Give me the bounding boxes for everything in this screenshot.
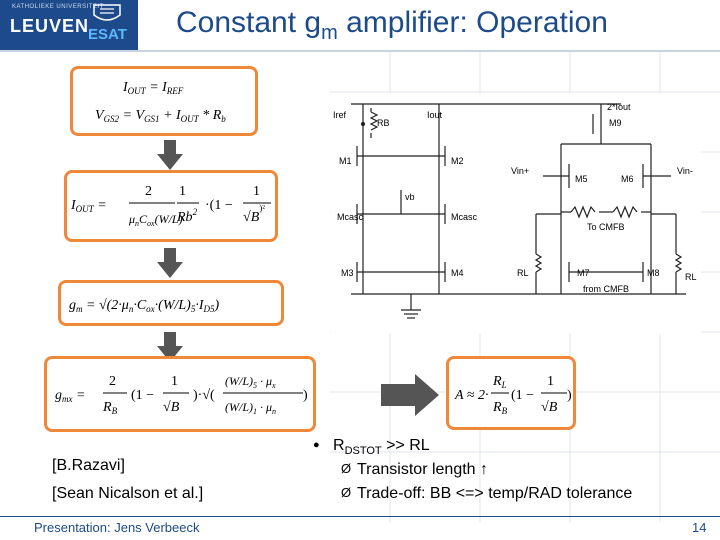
label-rb: RB [377,118,390,128]
equation-iout: IOUT = IREF VGS2 = VGS1 + IOUT * Rb [95,80,226,124]
bullet-transistor-length: Ø Transistor length ↑ [341,461,489,478]
equation-gmx: gmx = 2 RB (1 − 1 √B )·√( (W/L)5 · μx (W… [55,374,308,416]
label-to-cmfb: To CMFB [587,222,625,232]
svg-text:1: 1 [253,184,260,199]
label-m5: M5 [575,174,588,184]
svg-text:)·√(: )·√( [193,388,215,403]
kuleuven-logo: KATHOLIEKE UNIVERSITEIT LEUVEN ESAT [0,0,138,50]
label-vin-plus: Vin+ [511,166,529,176]
label-m9: M9 [609,118,622,128]
equation-box-gain: A ≈ 2· RL RB (1 − 1 √B ) [446,356,576,430]
label-m1: M1 [339,156,352,166]
label-m4: M4 [451,268,464,278]
bullet-list: ● RDSTOT >> RL Ø Transistor length ↑ Ø T… [313,437,632,509]
label-2iout: 2*Iout [607,102,631,112]
svg-text:1: 1 [171,374,178,389]
reference-nicalson: [Sean Nicalson et al.] [52,485,204,502]
label-m2: M2 [451,156,464,166]
logo-dept: ESAT [88,26,127,43]
label-rl-right: RL [685,272,697,282]
svg-text:√B)²: √B)² [243,203,265,225]
footer-presenter: Presentation: Jens Verbeeck [34,520,200,535]
bullet-rdstot: ● RDSTOT >> RL [313,437,430,458]
svg-text:(1 −: (1 − [131,388,154,403]
equation-gm: gm = √(2·μn·Cox·(W/L)5·ID5) [69,298,220,314]
bullet-trade-off: Ø Trade-off: BB <=> temp/RAD tolerance [341,485,633,502]
svg-text:2: 2 [109,374,116,389]
svg-text:1: 1 [179,184,186,199]
label-mcasc-right: Mcasc [451,212,478,222]
reference-razavi: [B.Razavi] [52,457,125,474]
page-number: 14 [692,520,707,535]
label-vin-minus: Vin- [677,166,693,176]
svg-text:A ≈ 2·: A ≈ 2· [454,388,488,403]
label-iout: Iout [427,110,443,120]
svg-text:Rb2: Rb2 [176,207,198,225]
label-from-cmfb: from CMFB [583,284,629,294]
bullet-dot-icon: ● [313,439,320,451]
sub-bullet-icon: Ø [341,485,352,500]
svg-text:√B: √B [163,400,180,415]
label-rl-left: RL [517,268,529,278]
down-arrow-icon [157,332,183,362]
equation-box-iout-formula: IOUT = 2 μnCox(W/L) 1 Rb2 ·(1 − 1 √B)² [64,170,278,242]
references: [B.Razavi] [Sean Nicalson et al.] [52,452,203,508]
label-m6: M6 [621,174,634,184]
circuit-schematic: Iref RB Iout 2*Iout M9 M1 M2 Vin+ Vin- M… [331,94,701,334]
label-mcasc-left: Mcasc [337,212,364,222]
svg-text:RB: RB [492,400,508,416]
svg-text:(W/L)1 · μn: (W/L)1 · μn [225,400,276,416]
logo-name: LEUVEN [10,16,90,36]
svg-text:μnCox(W/L): μnCox(W/L) [128,212,183,228]
svg-text:): ) [567,388,572,403]
svg-text:·(1 −: ·(1 − [205,198,233,213]
crest-icon [93,4,121,21]
equation-box-iout: IOUT = IREF VGS2 = VGS1 + IOUT * Rb [70,66,258,136]
svg-text:IOUT = IREF: IOUT = IREF [122,80,184,96]
svg-text:VGS2 = VGS1 + IOUT * Rb: VGS2 = VGS1 + IOUT * Rb [95,108,226,124]
label-m8: M8 [647,268,660,278]
equation-box-gm: gm = √(2·μn·Cox·(W/L)5·ID5) [58,280,284,326]
label-vb: vb [405,192,415,202]
svg-text:): ) [303,388,308,403]
svg-text:2: 2 [145,184,152,199]
down-arrow-icon [157,140,183,170]
equation-iout-formula: IOUT = 2 μnCox(W/L) 1 Rb2 ·(1 − 1 √B)² [70,184,271,228]
sub-bullet-icon: Ø [341,461,352,476]
logo-subtitle: KATHOLIEKE UNIVERSITEIT [12,4,104,10]
svg-text:RB: RB [102,400,118,416]
label-m3: M3 [341,268,354,278]
svg-text:(W/L)5 · μx: (W/L)5 · μx [225,374,276,390]
svg-text:IOUT =: IOUT = [70,198,107,214]
svg-text:RL: RL [492,374,507,390]
svg-text:gm = √(2·μn·Cox·(W/L)5·ID5): gm = √(2·μn·Cox·(W/L)5·ID5) [69,298,220,314]
title-divider [0,50,720,52]
header: KATHOLIEKE UNIVERSITEIT LEUVEN ESAT Cons… [0,0,720,50]
svg-text:gmx =: gmx = [55,388,85,404]
label-m7: M7 [577,268,590,278]
equation-box-gmx: gmx = 2 RB (1 − 1 √B )·√( (W/L)5 · μx (W… [44,356,316,432]
right-arrow-icon [381,374,439,416]
svg-text:√B: √B [541,400,558,415]
down-arrow-icon [157,248,183,278]
label-iref: Iref [333,110,347,120]
footer-divider [0,516,720,517]
svg-text:1: 1 [547,374,554,389]
svg-text:(1 −: (1 − [511,388,534,403]
equation-gain: A ≈ 2· RL RB (1 − 1 √B ) [454,374,572,416]
page-title: Constant gm amplifier: Operation [176,6,608,44]
